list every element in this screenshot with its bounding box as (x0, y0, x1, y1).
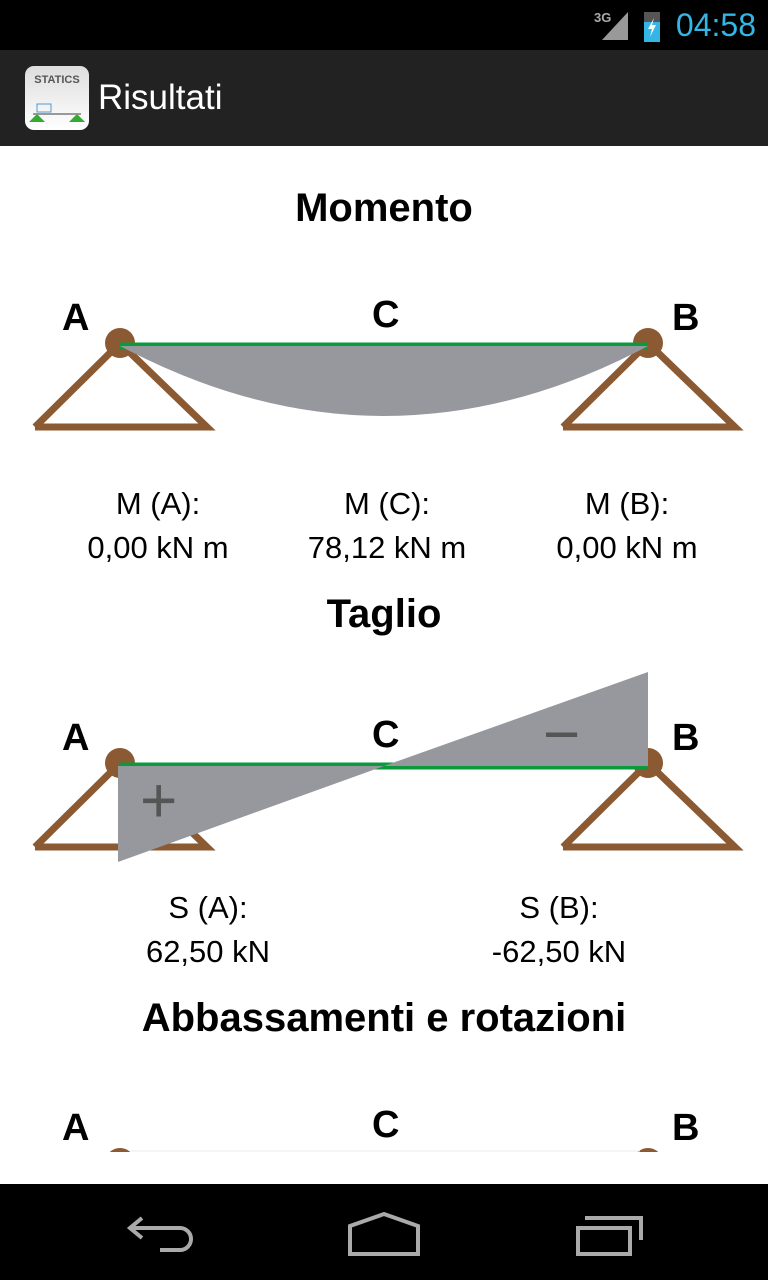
shear-positive (118, 766, 384, 862)
point-a-label: A (62, 297, 89, 339)
shear-negative (384, 672, 648, 766)
moment-diagram: A C B (32, 294, 744, 431)
support-a (32, 338, 216, 431)
navigation-bar (0, 1184, 768, 1280)
signal-icon: 3G (594, 10, 628, 40)
shear-a: S (A):62,50 kN (145, 890, 271, 969)
point-b-label: B (672, 717, 699, 759)
page-title: Risultati (98, 78, 223, 117)
shear-diagram: A C B + − (32, 672, 744, 862)
point-c-label: C (372, 714, 399, 756)
recent-apps-icon[interactable] (573, 1214, 653, 1259)
clock: 04:58 (675, 7, 756, 43)
moment-curve (120, 346, 648, 416)
action-bar (0, 50, 768, 146)
point-a-label: A (62, 717, 89, 759)
deflection-title: Abbassamenti e rotazioni (141, 996, 627, 1040)
minus-sign: − (543, 698, 580, 770)
beam-logo-icon (29, 103, 85, 122)
point-b-label: B (672, 297, 699, 339)
home-icon[interactable] (345, 1212, 425, 1257)
point-c-label: C (372, 1104, 399, 1146)
back-icon[interactable] (120, 1214, 200, 1259)
support-b (560, 338, 744, 431)
moment-a: M (A):0,00 kN m (87, 486, 229, 565)
shear-b: S (B):-62,50 kN (491, 890, 627, 969)
point-b-label: B (672, 1107, 699, 1149)
point-c-label: C (372, 294, 399, 336)
moment-c: M (C):78,12 kN m (307, 486, 467, 565)
point-a-label: A (62, 1107, 89, 1149)
shear-title: Taglio (326, 592, 442, 636)
moment-title: Momento (295, 186, 473, 230)
battery-charging-icon (644, 12, 660, 42)
svg-text:3G: 3G (594, 10, 611, 25)
app-icon[interactable]: STATICS (25, 66, 89, 130)
plus-sign: + (140, 764, 177, 836)
deflection-diagram: A C B (62, 1104, 699, 1152)
moment-b: M (B):0,00 kN m (556, 486, 698, 565)
status-bar: 3G 3G 04:58 (0, 0, 768, 50)
